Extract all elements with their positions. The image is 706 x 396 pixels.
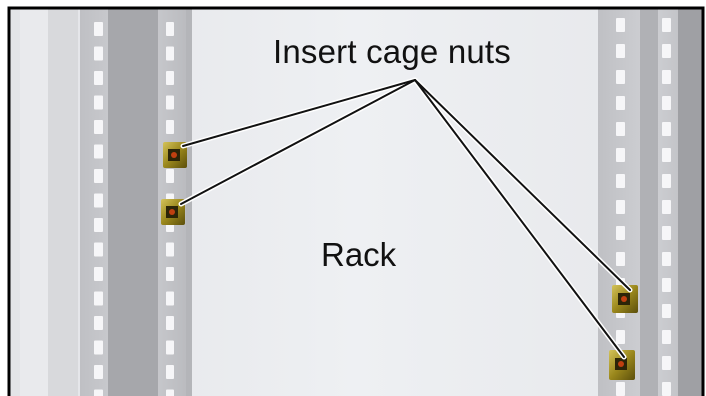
rail-hole xyxy=(166,242,174,257)
rail-hole xyxy=(94,242,103,257)
rail-hole xyxy=(616,148,625,162)
rail-hole xyxy=(616,252,625,266)
rail-hole xyxy=(94,46,103,61)
rail-hole xyxy=(662,200,671,214)
rail-hole xyxy=(662,96,671,110)
rail-hole xyxy=(166,291,174,306)
rail-hole xyxy=(616,96,625,110)
rail-hole xyxy=(616,174,625,188)
rail-hole xyxy=(166,22,174,36)
rail-hole xyxy=(662,226,671,240)
rail-hole xyxy=(94,95,103,110)
rail-hole xyxy=(662,18,671,32)
rail-hole xyxy=(94,389,103,396)
right-rack-rail xyxy=(598,8,703,396)
rail-hole xyxy=(166,267,174,281)
right-rail-holes-outer xyxy=(616,18,625,396)
rail-hole xyxy=(662,382,671,396)
rail-hole xyxy=(662,304,671,318)
rail-hole xyxy=(94,316,103,330)
left-rack-rail xyxy=(20,8,192,396)
cage-nut-right-lower xyxy=(609,350,635,380)
rail-hole xyxy=(616,44,625,58)
rail-hole xyxy=(616,226,625,240)
rail-hole xyxy=(94,169,103,183)
rail-hole xyxy=(662,356,671,370)
cage-nut-left-upper xyxy=(163,142,187,168)
rail-hole xyxy=(616,330,625,344)
rail-hole xyxy=(662,148,671,162)
rail-hole xyxy=(94,22,103,36)
rail-hole xyxy=(166,46,174,61)
rail-hole xyxy=(94,340,103,355)
rail-hole xyxy=(166,316,174,330)
rail-hole xyxy=(662,174,671,188)
left-rail-holes-outer xyxy=(94,22,103,396)
rail-hole xyxy=(166,95,174,110)
rail-hole xyxy=(616,122,625,136)
rail-hole xyxy=(166,71,174,85)
rail-hole xyxy=(616,70,625,84)
rail-hole xyxy=(616,18,625,32)
leader-line-4 xyxy=(414,79,625,358)
rail-hole xyxy=(166,340,174,355)
rail-hole xyxy=(662,252,671,266)
rack-label: Rack xyxy=(321,236,397,273)
figure-border xyxy=(7,6,705,396)
leader-line-1 xyxy=(182,79,416,147)
leader-line-2 xyxy=(180,79,416,205)
rail-hole xyxy=(166,365,174,379)
rail-hole xyxy=(94,120,103,134)
rail-hole xyxy=(94,144,103,159)
rail-hole xyxy=(662,122,671,136)
cage-nut-right-upper xyxy=(612,285,638,313)
rail-hole xyxy=(616,200,625,214)
rail-hole xyxy=(166,120,174,134)
rail-hole xyxy=(166,169,174,183)
callout-label: Insert cage nuts xyxy=(273,33,512,70)
rail-hole xyxy=(94,267,103,281)
rail-hole xyxy=(166,389,174,396)
rail-hole xyxy=(94,365,103,379)
rail-hole xyxy=(94,71,103,85)
leader-line-3 xyxy=(414,79,631,291)
rail-hole xyxy=(616,382,625,396)
rail-hole xyxy=(94,291,103,306)
rail-hole xyxy=(662,44,671,58)
rail-hole xyxy=(94,193,103,208)
rail-hole xyxy=(94,218,103,232)
rail-hole xyxy=(662,330,671,344)
callout-leader-lines xyxy=(178,77,633,360)
rail-hole xyxy=(662,278,671,292)
right-rail-holes-inner xyxy=(662,18,671,396)
rail-hole xyxy=(662,70,671,84)
